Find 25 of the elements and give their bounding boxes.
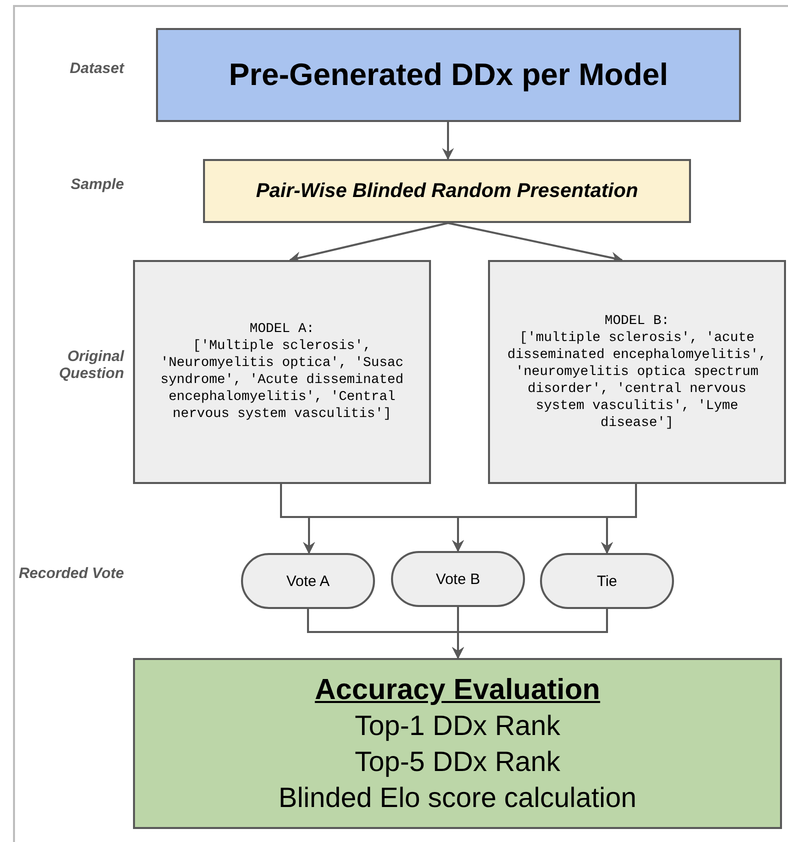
stage-label: Dataset: [68, 60, 124, 77]
diagnosis-list: ['Multiple sclerosis', 'Neuromyelitis optica', 'Susac syndrome', 'Acute disseminated encephalomyelitis', 'Central nervous system vasculitis']: [152, 338, 412, 423]
model-heading: MODEL A:: [248, 321, 316, 338]
vote-label: Vote A: [286, 572, 330, 590]
vote-label: Vote B: [436, 570, 480, 588]
metric-text: Blinded Elo score calculation: [278, 780, 636, 814]
dataset-box: [156, 28, 741, 122]
box-title: Accuracy Evaluation: [314, 672, 600, 708]
model-output-box: [488, 260, 786, 484]
vote-label: Tie: [596, 572, 618, 590]
arrow: [442, 122, 454, 160]
evaluation-box: [133, 658, 782, 829]
arrow: [452, 609, 608, 659]
stage-label: Recorded Vote: [18, 565, 124, 582]
box-title: Pre-Generated DDx per Model: [228, 57, 668, 93]
model-output-box: [133, 260, 431, 484]
box-title: Pair-Wise Blinded Random Presentation: [256, 180, 638, 202]
stage-label: Original Question: [58, 348, 124, 382]
metric-text: Top-1 DDx Rank: [354, 708, 560, 743]
arrow: [601, 484, 637, 554]
diagnosis-list: ['multiple sclerosis', 'acute disseminated encephalomyelitis', 'neuromyelitis optica spectrum disorder', 'central nervous system vasculitis', 'Lyme disease']: [507, 330, 767, 432]
model-heading: MODEL B:: [604, 312, 670, 330]
sampling-box: [203, 159, 691, 223]
stage-label: Sample: [70, 176, 124, 193]
metric-text: Top-5 DDx Rank: [354, 744, 560, 779]
